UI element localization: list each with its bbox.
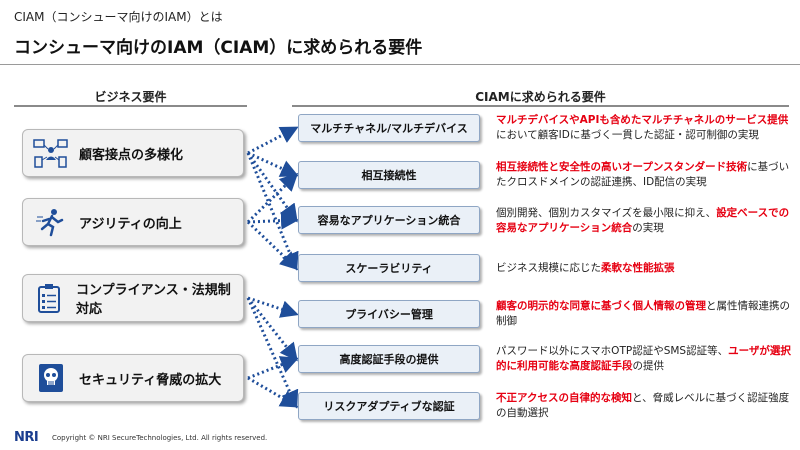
requirement-risk-adaptive-auth: リスクアダプティブな認証 (298, 392, 480, 420)
description-highlight: 不正アクセスの自律的な検知 (496, 392, 632, 404)
description-text: パスワード以外にスマホOTP認証やSMS認証等、 (496, 345, 729, 357)
description-highlight: 設定ベースでの容易なアプリケーション統合 (496, 207, 790, 234)
connector-line (247, 211, 299, 230)
business-item-label: コンプライアンス・法規制対応 (75, 283, 231, 317)
business-item-agility: アジリティの向上 (22, 198, 244, 246)
copyright-text: Copyright © NRI SecureTechnologies, Ltd.… (52, 434, 268, 442)
description-highlight: マルチデバイスやAPIも含めたマルチチャネルのサービス提供 (496, 114, 789, 126)
eyebrow-title: CIAM（コンシューマ向けのIAM）とは (14, 10, 223, 24)
business-item-label: セキュリティ脅威の拡大 (79, 372, 222, 388)
connector-line (247, 126, 299, 155)
connector-line (247, 151, 299, 177)
connector-line (247, 296, 299, 318)
description-highlight: ユーザが選択的に利用可能な高度認証手段 (496, 345, 791, 372)
requirement-description: 個別開発、個別カスタマイズを最小限に抑え、設定ベースでの容易なアプリケーション統… (496, 206, 792, 236)
requirement-advanced-auth: 高度認証手段の提供 (298, 345, 480, 373)
requirement-description: パスワード以外にスマホOTP認証やSMS認証等、ユーザが選択的に利用可能な高度認… (496, 344, 792, 374)
requirement-description: 顧客の明示的な同意に基づく個人情報の管理と属性情報連携の制御 (496, 299, 792, 329)
requirement-scalability: スケーラビリティ (298, 254, 480, 282)
clipboard-checklist-icon (31, 283, 68, 313)
requirement-description: マルチデバイスやAPIも含めたマルチチャネルのサービス提供において顧客IDに基づ… (496, 113, 792, 143)
page-title: コンシューマ向けのIAM（CIAM）に求められる要件 (14, 38, 423, 58)
connector-line (247, 376, 299, 408)
requirement-privacy: プライバシー管理 (298, 300, 480, 328)
description-text: において顧客IDに基づく一貫した認証・認可制御の実現 (496, 129, 759, 141)
description-text: 個別開発、個別カスタマイズを最小限に抑え、 (496, 207, 717, 219)
business-item-label: アジリティの向上 (79, 216, 182, 232)
connector-line (246, 172, 299, 224)
business-item-compliance: コンプライアンス・法規制対応 (22, 274, 244, 322)
requirement-description: 不正アクセスの自律的な検知と、脅威レベルに基づく認証強度の自動選択 (496, 391, 792, 421)
skull-threat-icon (31, 363, 71, 393)
description-text: に基づいたクロスドメインの認証連携、ID配信の実現 (496, 161, 790, 188)
business-item-customer-touchpoints: 顧客接点の多様化 (22, 129, 244, 177)
description-text: と、脅威レベルに基づく認証強度の自動選択 (496, 392, 790, 419)
omnichannel-icon (31, 138, 71, 168)
business-item-security-threats: セキュリティ脅威の拡大 (22, 354, 244, 402)
description-text: の実現 (632, 222, 664, 234)
requirement-interoperability: 相互接続性 (298, 161, 480, 189)
description-highlight: 相互接続性と安全性の高いオープンスタンダード技術 (496, 161, 748, 173)
connector-line (246, 220, 299, 271)
description-text: の提供 (632, 360, 665, 372)
business-item-label: 顧客接点の多様化 (79, 147, 184, 163)
requirement-description: 相互接続性と安全性の高いオープンスタンダード技術に基づいたクロスドメインの認証連… (496, 160, 792, 190)
requirement-multichannel: マルチチャネル/マルチデバイス (298, 114, 480, 142)
column-heading-business: ビジネス要件 (94, 90, 167, 104)
description-highlight: 顧客の明示的な同意に基づく個人情報の管理 (496, 300, 706, 312)
column-heading-ciam: CIAMに求められる要件 (475, 90, 606, 104)
running-person-icon (31, 207, 71, 237)
nri-logo: NRI (14, 430, 39, 445)
requirement-app-integration: 容易なアプリケーション統合 (298, 206, 480, 234)
description-text: と属性情報連携の制御 (496, 300, 790, 327)
connector-line (246, 152, 298, 223)
connector-line (246, 297, 299, 409)
connector-line (247, 356, 299, 380)
connector-line (246, 152, 299, 271)
description-text: ビジネス規模に応じた (496, 262, 601, 274)
column-rule-ciam (292, 105, 789, 107)
description-highlight: 柔軟な性能拡張 (601, 262, 675, 274)
column-rule-business (14, 105, 247, 107)
requirement-description: ビジネス規模に応じた柔軟な性能拡張 (496, 261, 792, 276)
title-divider (0, 64, 800, 65)
